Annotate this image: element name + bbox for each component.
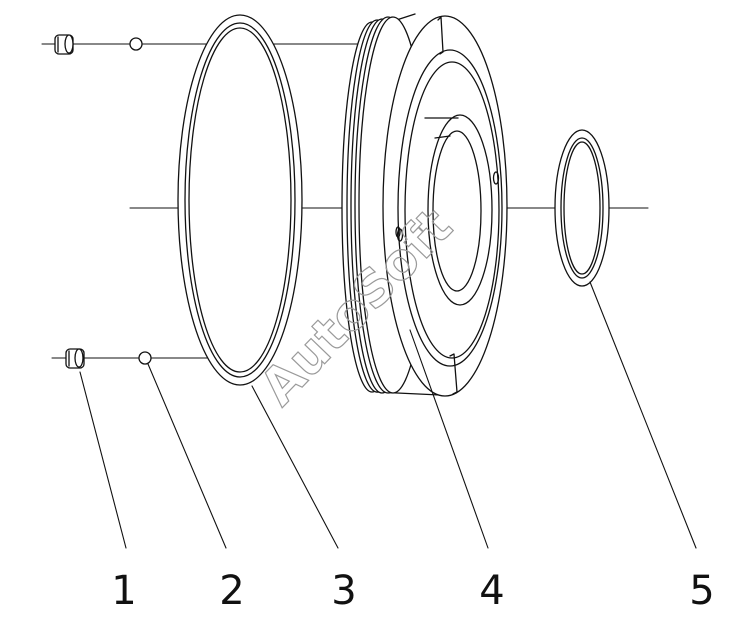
leader-line-4: [409, 329, 489, 549]
plug-lower: [65, 348, 85, 369]
leader-lines: [79, 281, 697, 549]
ball-lower: [138, 351, 152, 365]
large-o-ring: [177, 14, 303, 386]
ball-upper: [129, 37, 143, 51]
part-label-2: 2: [219, 568, 244, 614]
small-seal-ring: [554, 129, 610, 287]
part-labels: 1 2 3 4 5: [111, 568, 714, 614]
part-label-5: 5: [689, 568, 714, 614]
part-label-3: 3: [331, 568, 356, 614]
leader-line-1: [79, 371, 127, 549]
plug-upper: [54, 34, 74, 55]
part-label-1: 1: [111, 568, 136, 614]
leader-line-2: [147, 363, 227, 549]
leader-line-5: [589, 281, 697, 549]
leader-line-3: [251, 385, 339, 549]
part-label-4: 4: [479, 568, 504, 614]
piston-plate: [341, 13, 508, 397]
